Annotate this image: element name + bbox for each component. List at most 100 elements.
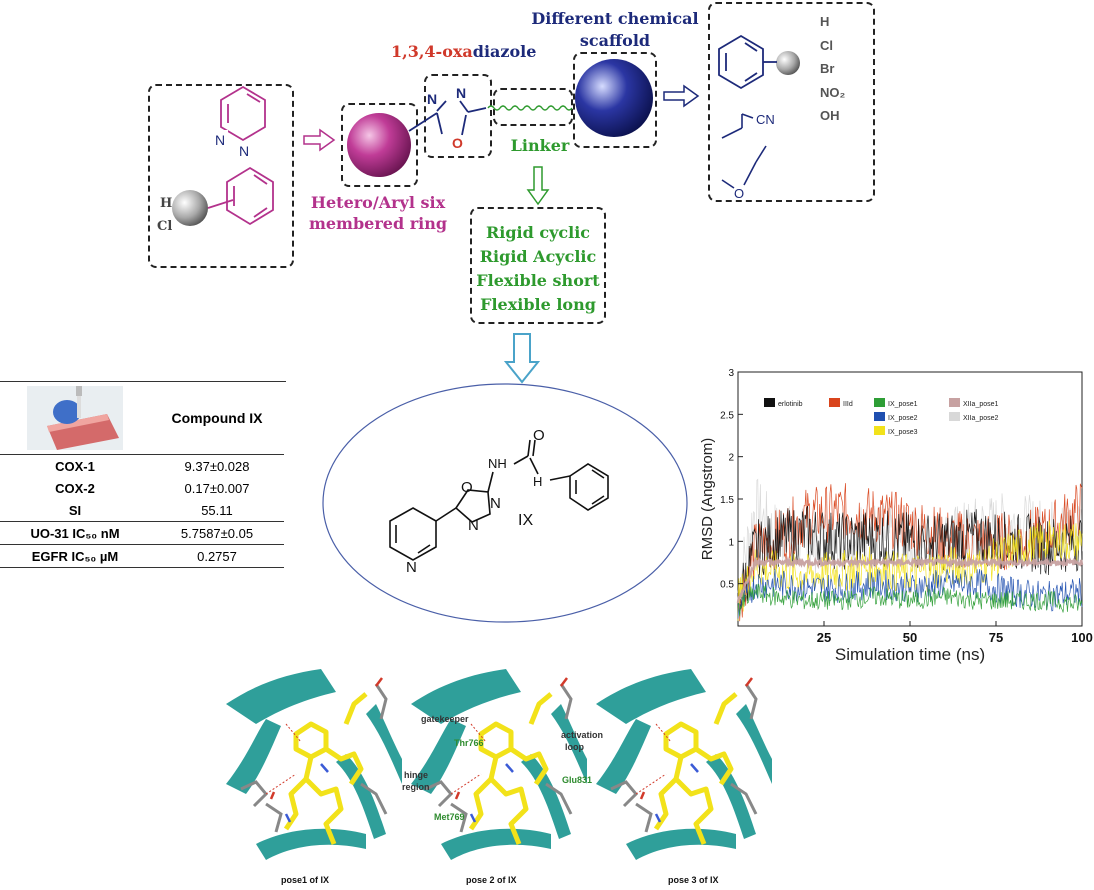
y-axis-label: RMSD (Angstrom) [699, 438, 716, 561]
legend-label: IX_pose1 [888, 401, 918, 408]
scaffold-substituent-list: H Cl Br NO₂ OH [820, 14, 846, 123]
oxadiazole-box [424, 74, 492, 158]
oxadiazole-n1: N [427, 91, 437, 107]
caption-pose-1: pose1 of IX [281, 875, 329, 885]
row-key: SI [0, 499, 150, 522]
cn-label: CN [756, 112, 775, 127]
sub-no2: NO₂ [820, 85, 846, 100]
left-benzene [207, 166, 274, 226]
legend-swatch [829, 398, 840, 407]
ether-o: O [734, 186, 744, 201]
aryl-sub-cl: Cl [157, 219, 172, 234]
label-loop: loop [565, 742, 584, 752]
legend-swatch [874, 398, 885, 407]
y-tick-label: 2 [728, 453, 734, 464]
x-tick-label: 50 [903, 630, 917, 645]
table-header-row: Compound IX [0, 382, 284, 455]
cyan-down-arrow [503, 333, 541, 384]
aryl-gray-sphere [172, 190, 208, 226]
scaffold-sphere-box [573, 52, 657, 148]
scaffold-gray-sphere [776, 51, 800, 75]
docking-pose-2 [411, 664, 587, 872]
y-tick-label: 0.5 [720, 580, 734, 591]
oxadiazole-ring [408, 100, 487, 136]
linker-type-rigid-acyclic: Rigid Acyclic [479, 247, 597, 266]
row-key: UO-31 IC₅₀ nM [0, 521, 150, 545]
row-value: 0.2757 [150, 544, 284, 568]
ethoxy-chain [721, 145, 767, 189]
linker-types-box [470, 207, 606, 324]
heading-numbers: 1,3,4- [391, 42, 443, 61]
property-table: Compound IX COX-1 9.37±0.028 COX-2 0.17±0.… [0, 381, 286, 568]
down-hollow-arrow [526, 166, 550, 206]
label-region: region [402, 782, 430, 792]
oxadiazole-heading: 1,3,4-oxadiazole [391, 42, 536, 61]
series-line-iiid [737, 483, 1083, 622]
legend-label: IX_pose2 [888, 415, 918, 422]
ix-atom-o: O [461, 479, 473, 496]
aryl-substituent-box [148, 84, 294, 268]
scaffold-label: Different chemical scaffold [531, 9, 699, 50]
row-key: COX-1 [55, 458, 95, 474]
sub-br: Br [820, 61, 834, 76]
oxadiazole-o: O [452, 135, 463, 151]
pyridazine-n2: N [239, 143, 249, 159]
ix-atom-pyridine-n: N [406, 559, 417, 576]
legend-label: erlotinib [778, 401, 803, 408]
table-row: COX-2 0.17±0.007 [0, 477, 284, 499]
docking-svg: gatekeeper Thr766 activation loop Glu831… [226, 664, 781, 885]
y-tick-label: 1.5 [720, 495, 734, 506]
ix-atom-n1: N [490, 495, 501, 512]
scaffold-substituent-box [708, 2, 875, 202]
legend-swatch [874, 412, 885, 421]
right-benzene [718, 34, 777, 90]
row-key: COX-2 [55, 480, 95, 496]
series-line-ix_pose2 [737, 569, 1083, 619]
series-line-xiia_pose1 [736, 555, 1084, 604]
label-hinge: hinge [404, 770, 428, 780]
pyridazine-n1: N [215, 132, 225, 148]
pose-captions: pose1 of IX pose 2 of IX pose 3 of IX [281, 875, 719, 885]
heading-diazole: diazole [472, 42, 537, 61]
ix-atom-nh2: H [533, 474, 542, 489]
scaffold-sphere [575, 59, 653, 137]
caption-pose-2: pose 2 of IX [466, 875, 517, 885]
label-glu: Glu831 [562, 775, 592, 785]
x-axis-label: Simulation time (ns) [835, 645, 985, 664]
hetero-label: Hetero/Aryl six membered ring [308, 193, 448, 233]
hetero-aryl-sphere [347, 113, 411, 177]
legend-swatch [949, 398, 960, 407]
ix-atom-nh: NH [488, 456, 507, 471]
legend-label: IX_pose3 [888, 429, 918, 436]
sub-h: H [820, 14, 829, 29]
row-key: EGFR IC₅₀ µM [0, 544, 150, 568]
x-tick-label: 25 [817, 630, 831, 645]
cyanomethyl-chain [721, 113, 754, 139]
hetero-sphere-box [341, 103, 418, 187]
pyridazine-ring [220, 85, 266, 142]
row-value: 9.37±0.028 [184, 458, 250, 474]
legend-swatch [874, 426, 885, 435]
scheme-graphics: N N O N N H Cl H [157, 14, 846, 384]
sub-cl: Cl [820, 38, 833, 53]
docking-pose-1 [226, 664, 402, 872]
docking-pose-3 [596, 664, 772, 872]
y-tick-label: 3 [728, 368, 734, 379]
row-value: 0.17±0.007 [184, 480, 250, 496]
linker-type-flexible-long: Flexible long [480, 295, 596, 314]
docking-panels: gatekeeper Thr766 activation loop Glu831… [226, 664, 781, 886]
table-header: Compound IX [150, 382, 284, 455]
legend-label: XIIa_pose1 [963, 401, 999, 408]
caption-pose-3: pose 3 of IX [668, 875, 719, 885]
legend-swatch [949, 412, 960, 421]
ix-atom-n2: N [468, 517, 479, 534]
legend-swatch [764, 398, 775, 407]
pipette-photo [27, 386, 123, 450]
pose2-labels: gatekeeper Thr766 activation loop Glu831… [402, 714, 603, 822]
legend-label: XIIa_pose2 [963, 415, 999, 422]
label-gatekeeper: gatekeeper [421, 714, 469, 724]
